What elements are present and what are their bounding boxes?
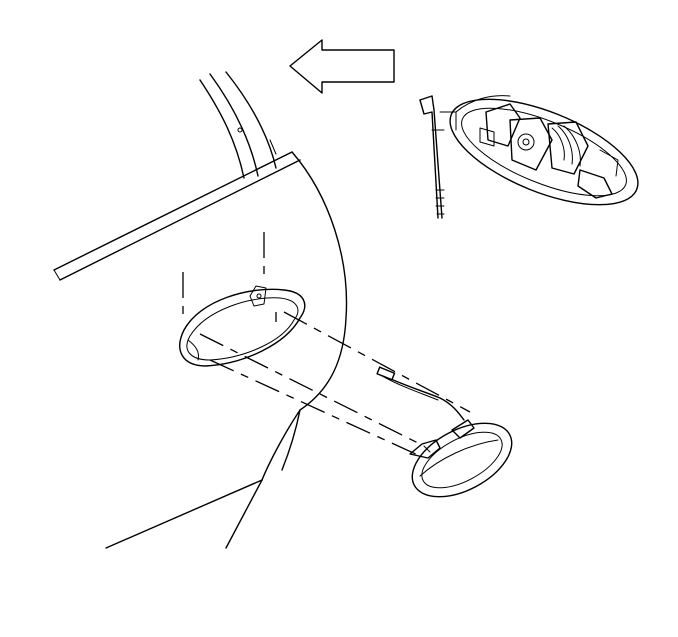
handle-assembly-installed [409,419,513,498]
actuating-rod [419,95,457,219]
door-panel [53,71,348,549]
door-handle-opening [179,285,306,367]
lock-cable [376,366,465,421]
handle-assembly-detail [449,95,639,206]
alignment-lines [182,232,471,457]
direction-arrow [289,39,395,94]
